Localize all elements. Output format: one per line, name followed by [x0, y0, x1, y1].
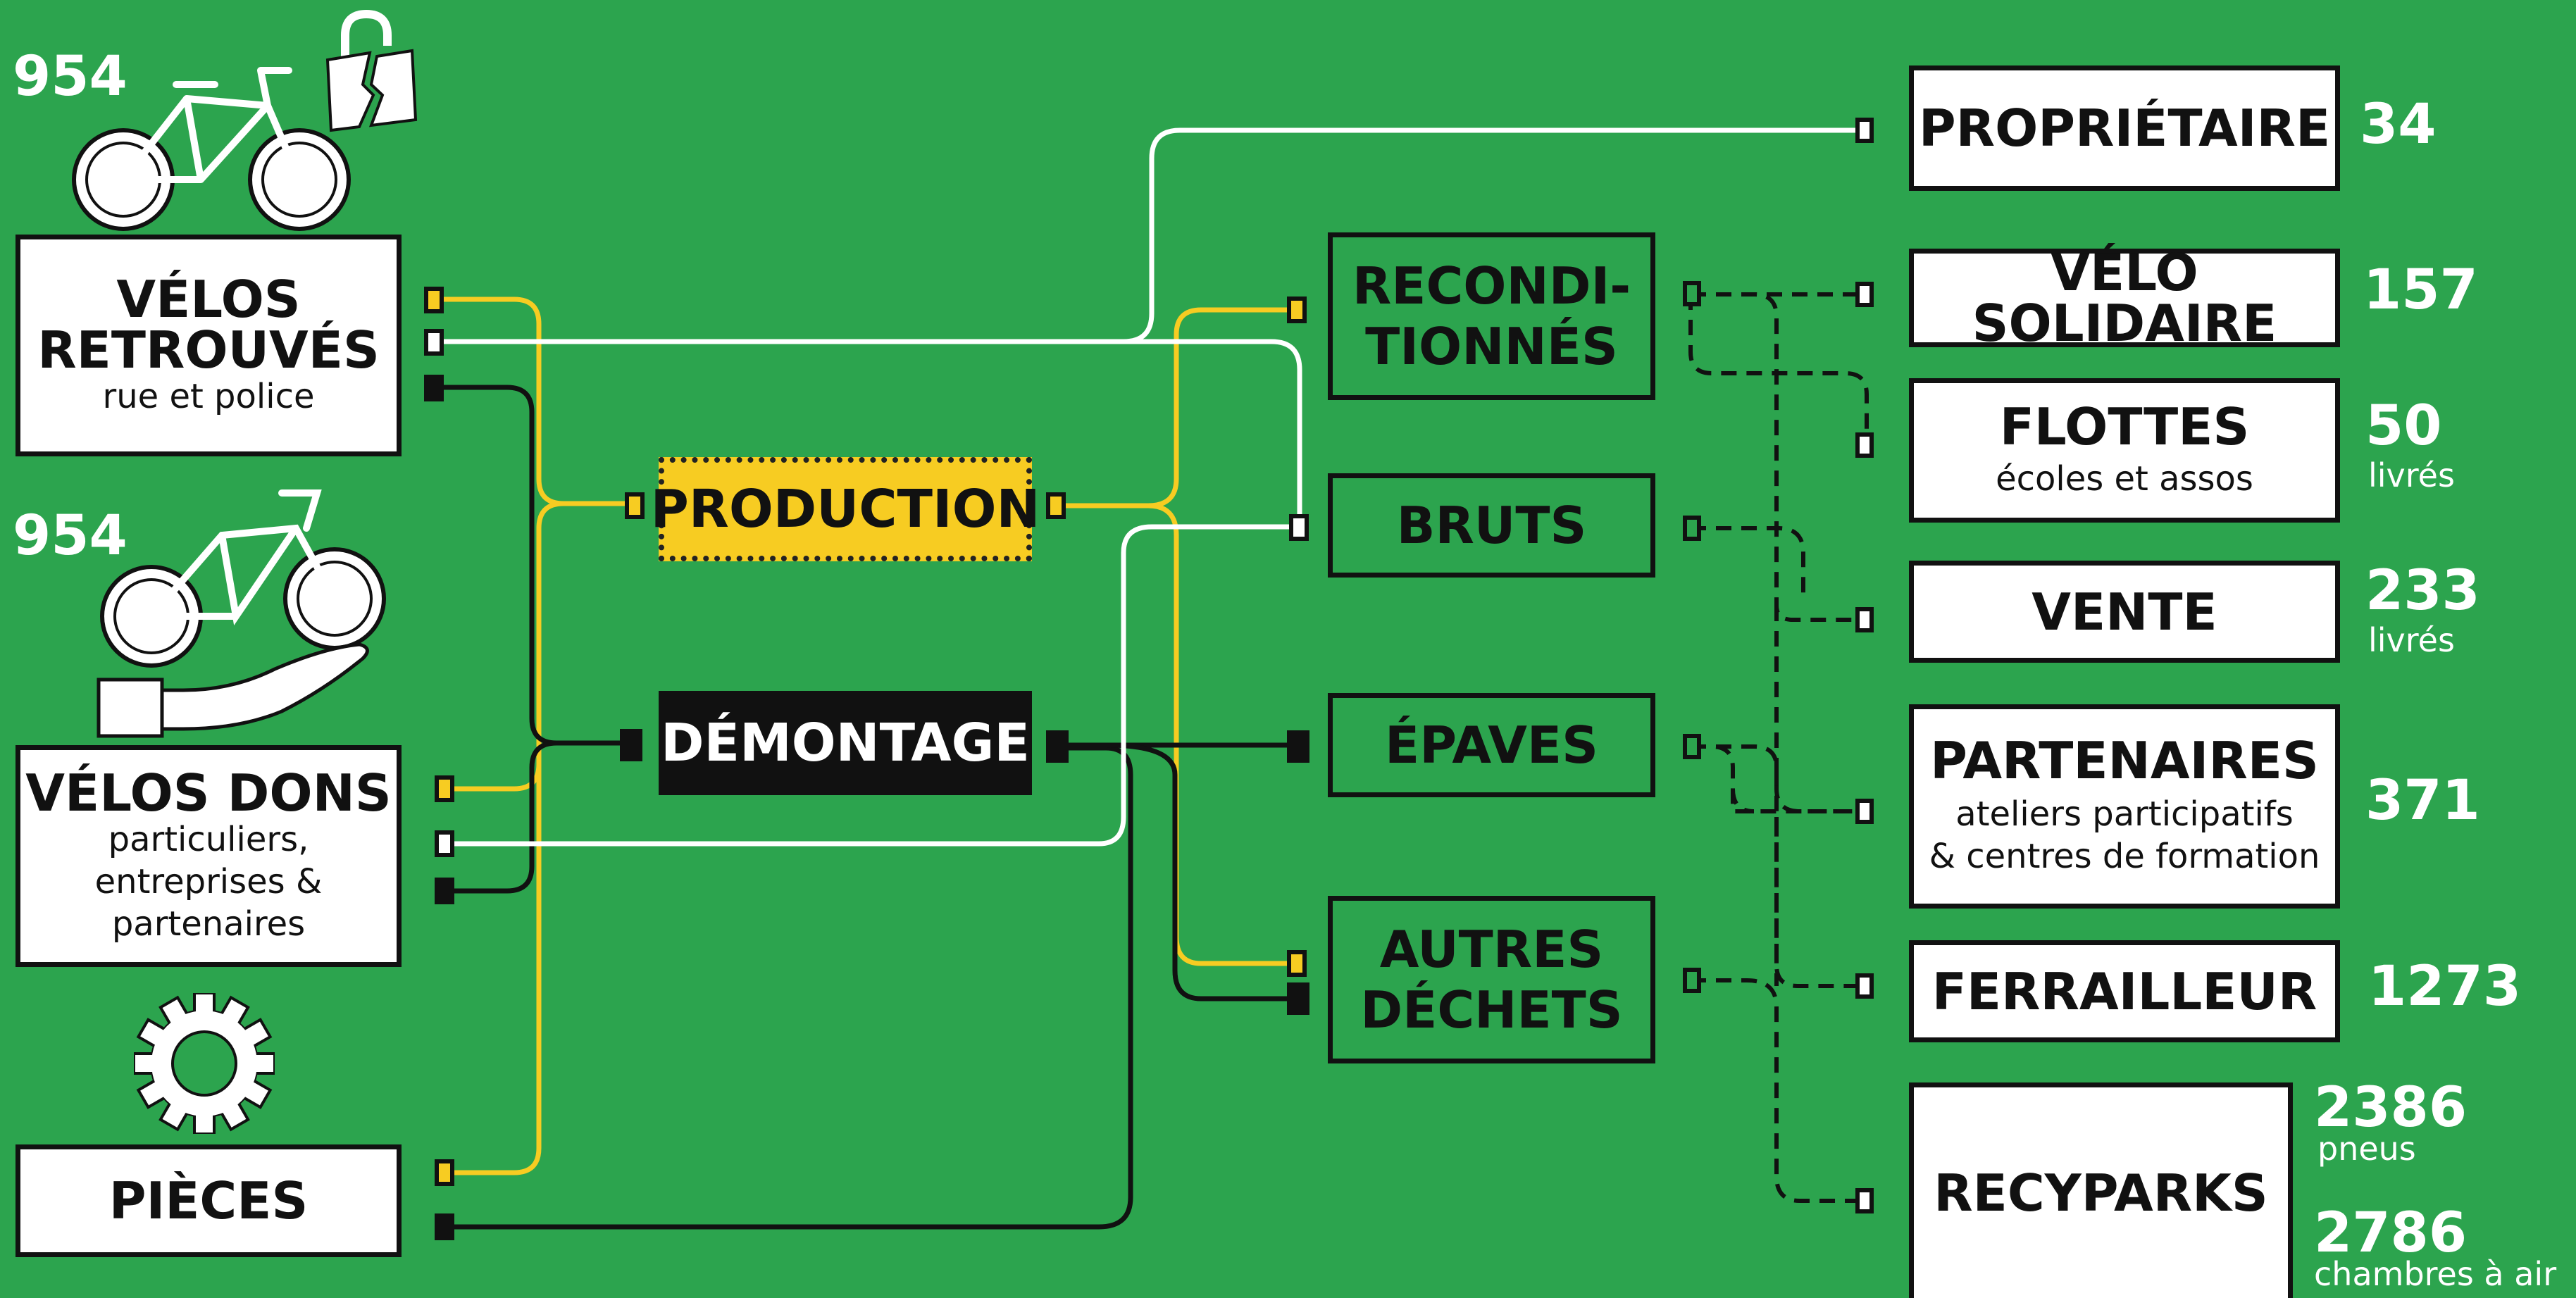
- recyparks-count-chambres: 2786: [2314, 1202, 2468, 1265]
- demontage-box: DÉMONTAGE: [659, 691, 1032, 795]
- reconditionnes-title-2: TIONNÉS: [1365, 317, 1618, 376]
- velos-dons-subtitle-1: particuliers,: [108, 819, 309, 859]
- ferrailleur-count: 1273: [2368, 955, 2522, 1018]
- flottes-subtitle: écoles et assos: [1996, 458, 2253, 499]
- demontage-label: DÉMONTAGE: [661, 713, 1030, 773]
- dashed-wires: [1688, 292, 1869, 1203]
- velo-solidaire-count: 157: [2363, 258, 2478, 322]
- proprietaire-box: PROPRIÉTAIRE: [1909, 65, 2340, 191]
- recyparks-box: RECYPARKS: [1909, 1082, 2293, 1298]
- vente-count: 233: [2365, 559, 2480, 623]
- black-wires: [437, 385, 1296, 1230]
- recyparks-title: RECYPARKS: [1934, 1163, 2268, 1223]
- velos-dons-count: 954: [13, 504, 127, 568]
- autres-dechets-box: AUTRES DÉCHETS: [1328, 896, 1655, 1063]
- epaves-title: ÉPAVES: [1385, 716, 1598, 775]
- velos-retrouves-title-2: RETROUVÉS: [37, 320, 380, 380]
- partenaires-count: 371: [2365, 769, 2480, 832]
- white-wires: [437, 127, 1863, 847]
- vente-title: VENTE: [2031, 582, 2217, 642]
- broken-padlock-icon: [325, 9, 418, 132]
- epaves-box: ÉPAVES: [1328, 693, 1655, 797]
- recyparks-count-pneus: 2386: [2314, 1076, 2468, 1140]
- pieces-title: PIÈCES: [108, 1171, 309, 1230]
- pieces-box: PIÈCES: [15, 1144, 402, 1257]
- proprietaire-title: PROPRIÉTAIRE: [1918, 99, 2331, 158]
- bruts-title: BRUTS: [1396, 496, 1587, 555]
- reconditionnes-title-1: RECONDI-: [1352, 256, 1631, 316]
- bicycle-icon: [72, 67, 351, 231]
- velos-dons-box: VÉLOS DONS particuliers, entreprises & p…: [15, 745, 402, 967]
- vente-count-label: livrés: [2368, 621, 2455, 659]
- partenaires-box: PARTENAIRES ateliers participatifs & cen…: [1909, 704, 2340, 909]
- bruts-box: BRUTS: [1328, 473, 1655, 578]
- production-box: PRODUCTION: [651, 457, 1040, 561]
- autres-dechets-title-1: AUTRES: [1379, 920, 1604, 979]
- velo-solidaire-title: VÉLO SOLIDAIRE: [1972, 243, 2277, 353]
- ferrailleur-box: FERRAILLEUR: [1909, 940, 2340, 1042]
- partenaires-subtitle-2: & centres de formation: [1929, 837, 2320, 876]
- velos-dons-subtitle-2: entreprises &: [94, 861, 323, 901]
- flottes-count: 50: [2365, 394, 2442, 458]
- vente-box: VENTE: [1909, 561, 2340, 663]
- reconditionnes-box: RECONDI- TIONNÉS: [1328, 232, 1655, 400]
- ferrailleur-title: FERRAILLEUR: [1931, 961, 2317, 1021]
- recyparks-count-chambres-label: chambres à air: [2314, 1255, 2557, 1293]
- autres-dechets-title-2: DÉCHETS: [1360, 980, 1623, 1040]
- flottes-count-label: livrés: [2368, 456, 2455, 494]
- flottes-title: FLOTTES: [1999, 397, 2250, 456]
- recyparks-count-pneus-label: pneus: [2317, 1130, 2416, 1168]
- bicycle-on-hand-icon: [97, 489, 386, 738]
- velos-retrouves-box: VÉLOS RETROUVÉS rue et police: [15, 235, 402, 456]
- velos-dons-subtitle-3: partenaires: [111, 904, 306, 944]
- partenaires-subtitle-1: ateliers participatifs: [1955, 794, 2294, 834]
- proprietaire-count: 34: [2360, 93, 2437, 156]
- velos-retrouves-count: 954: [13, 45, 127, 108]
- production-label: PRODUCTION: [650, 479, 1040, 539]
- velos-dons-title: VÉLOS DONS: [25, 763, 392, 823]
- connector-plugs: [424, 118, 1874, 1240]
- velos-retrouves-subtitle: rue et police: [102, 376, 315, 416]
- flottes-box: FLOTTES écoles et assos: [1909, 378, 2340, 523]
- velo-solidaire-box: VÉLO SOLIDAIRE: [1909, 243, 2340, 353]
- velos-retrouves-title-1: VÉLOS: [116, 269, 301, 329]
- gear-icon: [134, 993, 275, 1134]
- partenaires-title: PARTENAIRES: [1930, 731, 2319, 790]
